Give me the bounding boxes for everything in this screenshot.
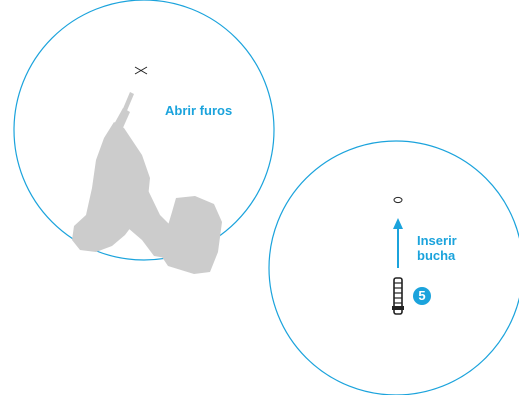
insert-arrow-up-icon [393,218,403,268]
insert-anchor-label: Inserir bucha [417,233,457,263]
drill-mark-x-icon [135,67,147,74]
step-number-badge: 5 [413,287,431,305]
wall-anchor-icon [392,278,404,314]
drill-label: Abrir furos [165,103,232,118]
insert-anchor-label-line2: bucha [417,248,457,263]
power-drill-icon [72,92,222,274]
anchor-panel-circle [269,141,519,395]
anchor-panel [269,141,519,395]
drill-panel [14,0,274,274]
hole-mark-icon [394,197,402,202]
insert-anchor-label-line1: Inserir [417,233,457,248]
